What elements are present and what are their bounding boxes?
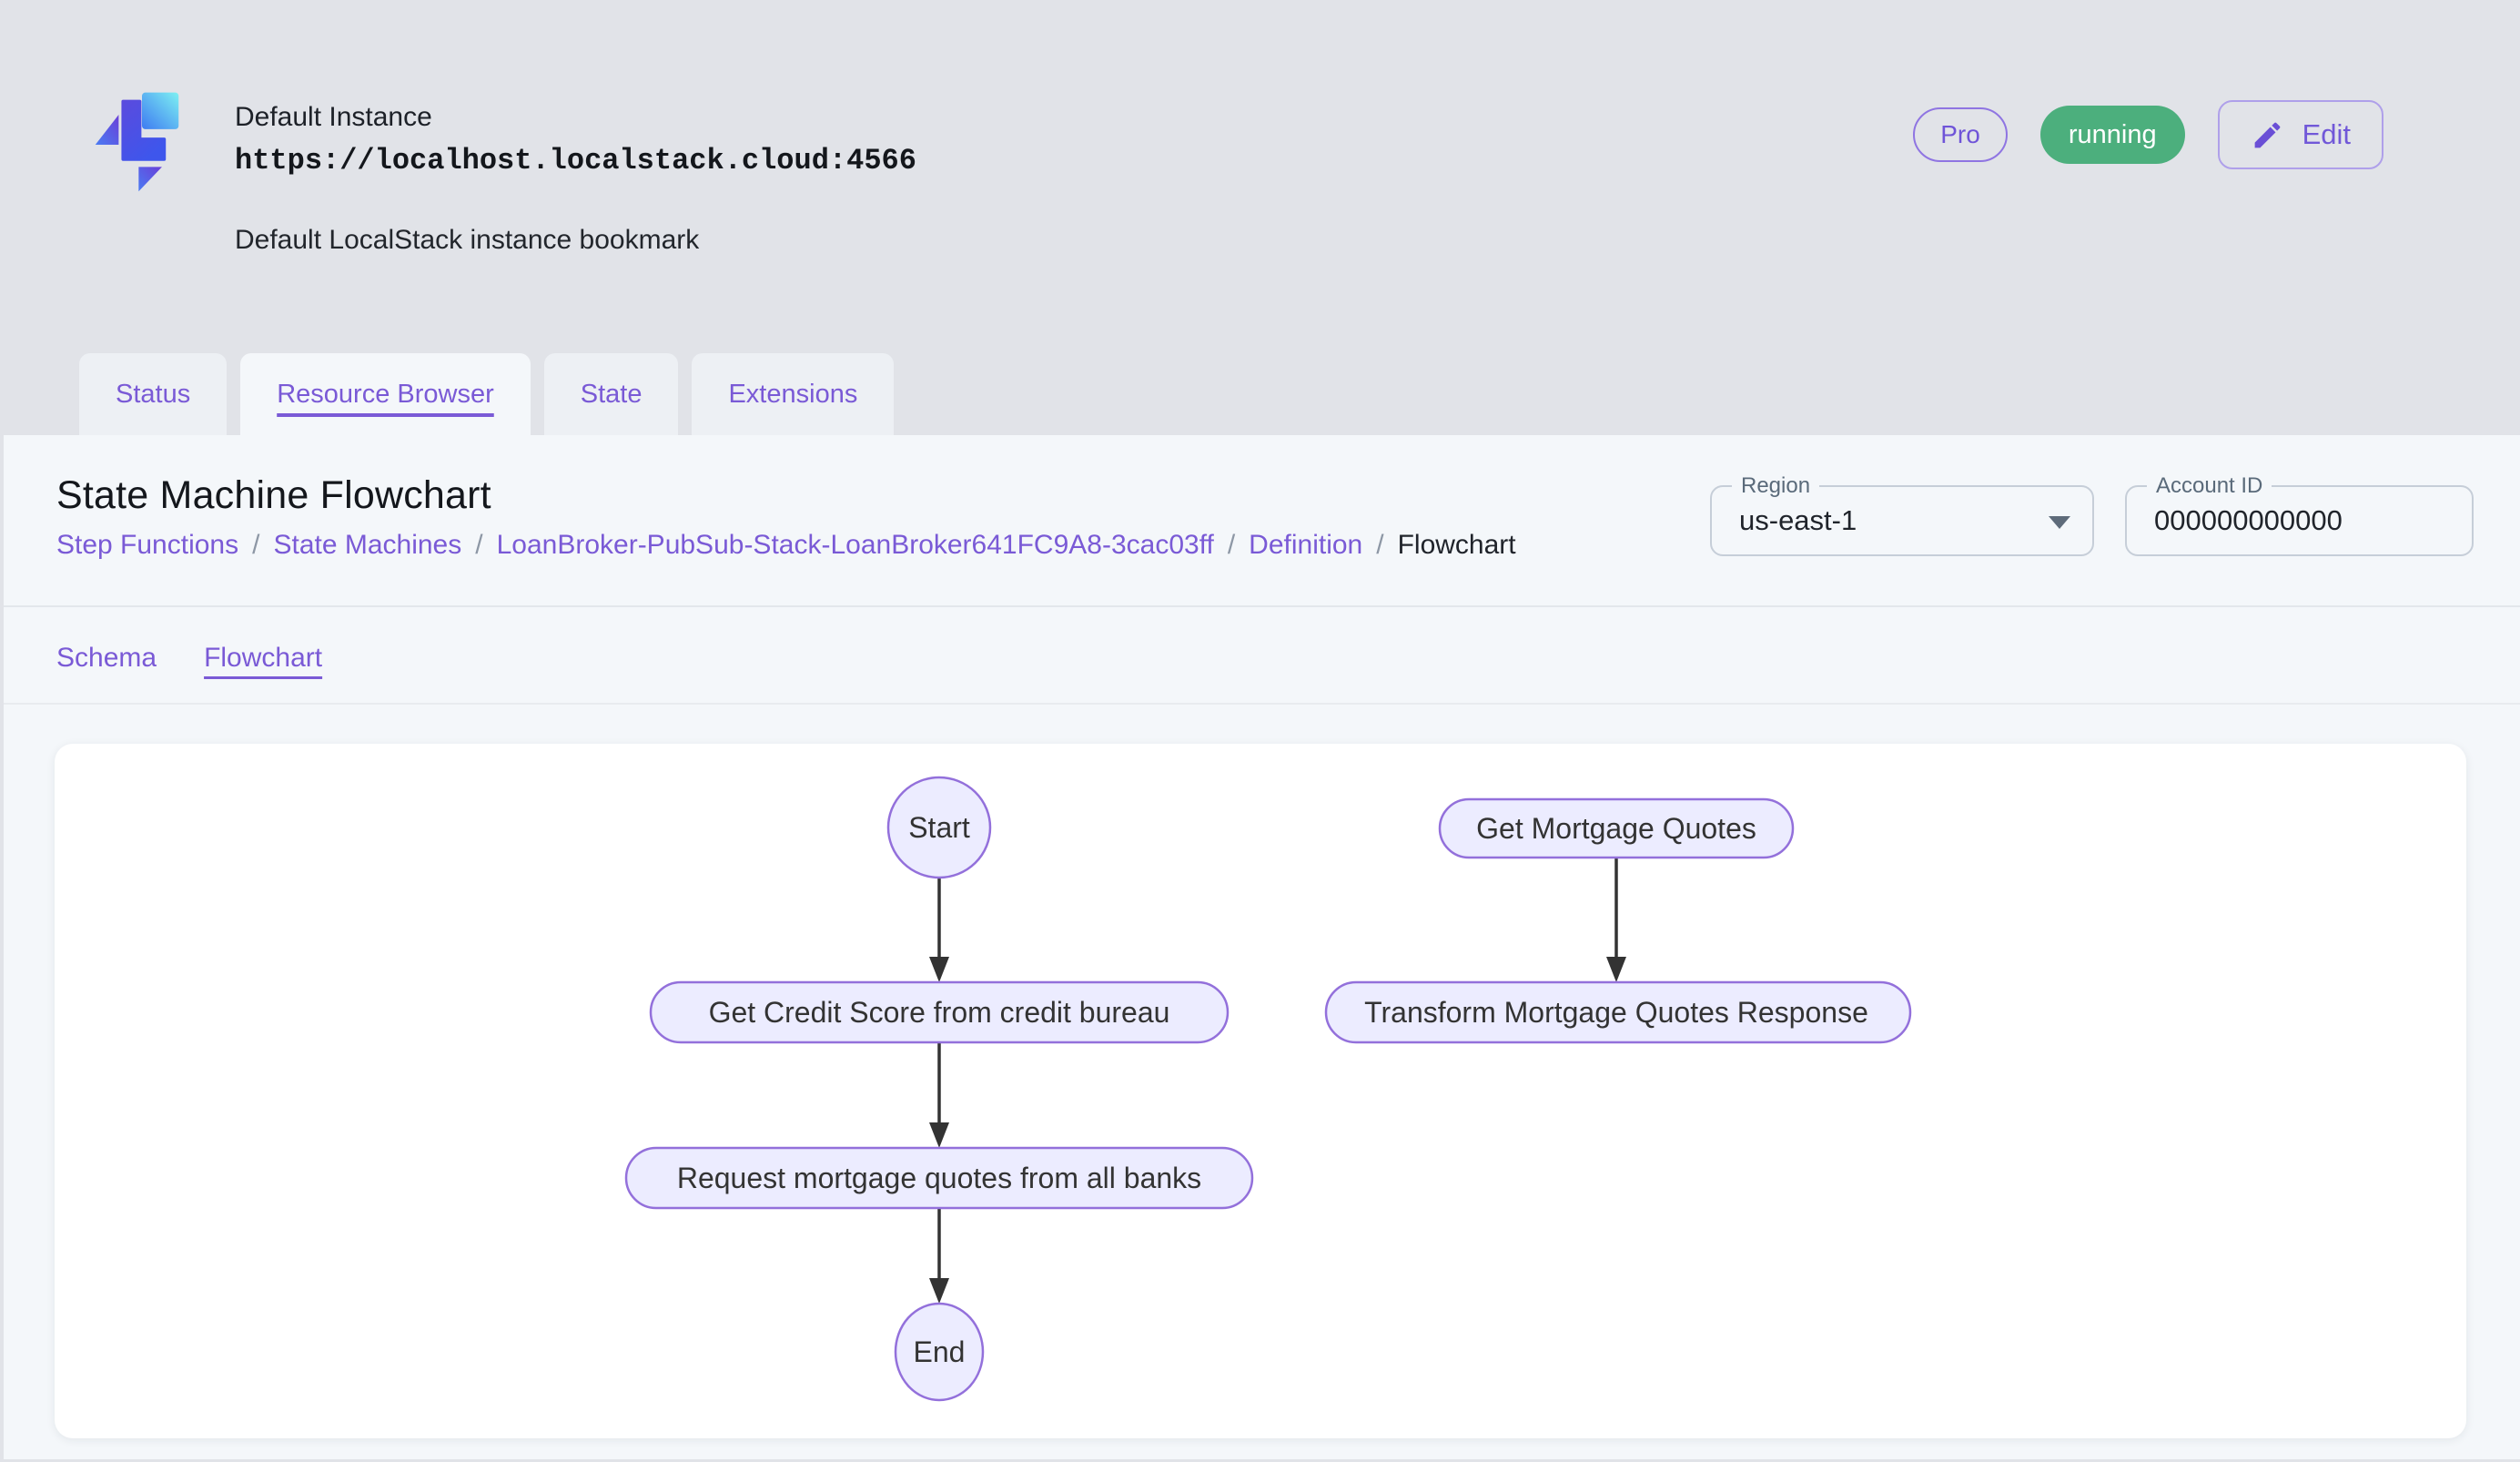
flowchart-nodes	[624, 776, 1912, 1402]
node-get-quotes-shape	[1438, 797, 1795, 859]
state-machine-flowchart: Start Get Credit Score from credit burea…	[624, 776, 1912, 1402]
resource-browser-panel: State Machine Flowchart Step Functions /…	[4, 435, 2520, 1459]
flowchart-arrowheads	[929, 957, 1626, 1304]
instance-name: Default Instance	[235, 102, 432, 132]
instance-url: https://localhost.localstack.cloud:4566	[235, 144, 916, 178]
flowchart-edges	[937, 858, 1618, 1280]
tab-state[interactable]: State	[543, 353, 679, 435]
edit-button-label: Edit	[2302, 118, 2351, 150]
breadcrumb-separator: /	[475, 530, 483, 560]
subtab-flowchart[interactable]: Flowchart	[204, 643, 323, 673]
node-start-label: Start	[908, 811, 970, 844]
pencil-icon	[2254, 122, 2280, 147]
main-tabs: Status Resource Browser State Extensions	[79, 353, 895, 435]
edit-button[interactable]: Edit	[2217, 100, 2383, 169]
breadcrumb-flowchart: Flowchart	[1397, 530, 1516, 560]
region-select[interactable]: Region us-east-1	[1710, 473, 2094, 556]
localstack-logo-icon	[95, 92, 179, 192]
account-id-input[interactable]	[2127, 504, 2427, 537]
divider	[4, 703, 2520, 705]
node-credit-shape	[649, 980, 1230, 1044]
region-label: Region	[1732, 473, 1820, 500]
tab-extensions[interactable]: Extensions	[692, 353, 895, 435]
breadcrumb-definition[interactable]: Definition	[1249, 530, 1363, 560]
flowchart-card: Start Get Credit Score from credit burea…	[55, 744, 2466, 1438]
node-credit-label: Get Credit Score from credit bureau	[709, 996, 1170, 1029]
status-badge: running	[2039, 106, 2185, 164]
instance-header: Default Instance https://localhost.local…	[0, 0, 2520, 353]
node-transform-label: Transform Mortgage Quotes Response	[1364, 996, 1868, 1029]
breadcrumb-state-machine-name[interactable]: LoanBroker-PubSub-Stack-LoanBroker641FC9…	[496, 530, 1214, 560]
node-end-shape	[894, 1302, 985, 1402]
breadcrumb-state-machines[interactable]: State Machines	[273, 530, 462, 560]
instance-description: Default LocalStack instance bookmark	[235, 225, 700, 255]
page-title: State Machine Flowchart	[56, 473, 491, 517]
pro-badge: Pro	[1913, 107, 2008, 162]
node-end-label: End	[914, 1335, 966, 1368]
account-id-label: Account ID	[2147, 473, 2272, 500]
tab-status[interactable]: Status	[79, 353, 228, 435]
arrow-drop-down-icon	[2049, 516, 2070, 529]
node-get-quotes-label: Get Mortgage Quotes	[1476, 812, 1756, 845]
breadcrumb: Step Functions / State Machines / LoanBr…	[56, 530, 1516, 561]
definition-subtabs: Schema Flowchart	[56, 637, 322, 679]
subtab-schema[interactable]: Schema	[56, 643, 157, 673]
breadcrumb-step-functions[interactable]: Step Functions	[56, 530, 239, 560]
divider	[4, 605, 2520, 607]
node-transform-shape	[1324, 980, 1912, 1044]
node-request-shape	[624, 1146, 1254, 1210]
header-actions: Pro running Edit	[1913, 100, 2383, 169]
instance-info: Default Instance https://localhost.local…	[235, 102, 916, 256]
scope-fields: Region us-east-1 Account ID	[1710, 473, 2474, 556]
breadcrumb-separator: /	[1376, 530, 1384, 560]
node-request-label: Request mortgage quotes from all banks	[677, 1162, 1201, 1194]
region-value: us-east-1	[1739, 504, 1857, 536]
tab-resource-browser[interactable]: Resource Browser	[240, 353, 531, 435]
account-id-field: Account ID	[2125, 473, 2474, 556]
breadcrumb-separator: /	[1227, 530, 1236, 560]
node-start-shape	[886, 776, 992, 879]
breadcrumb-separator: /	[252, 530, 260, 560]
